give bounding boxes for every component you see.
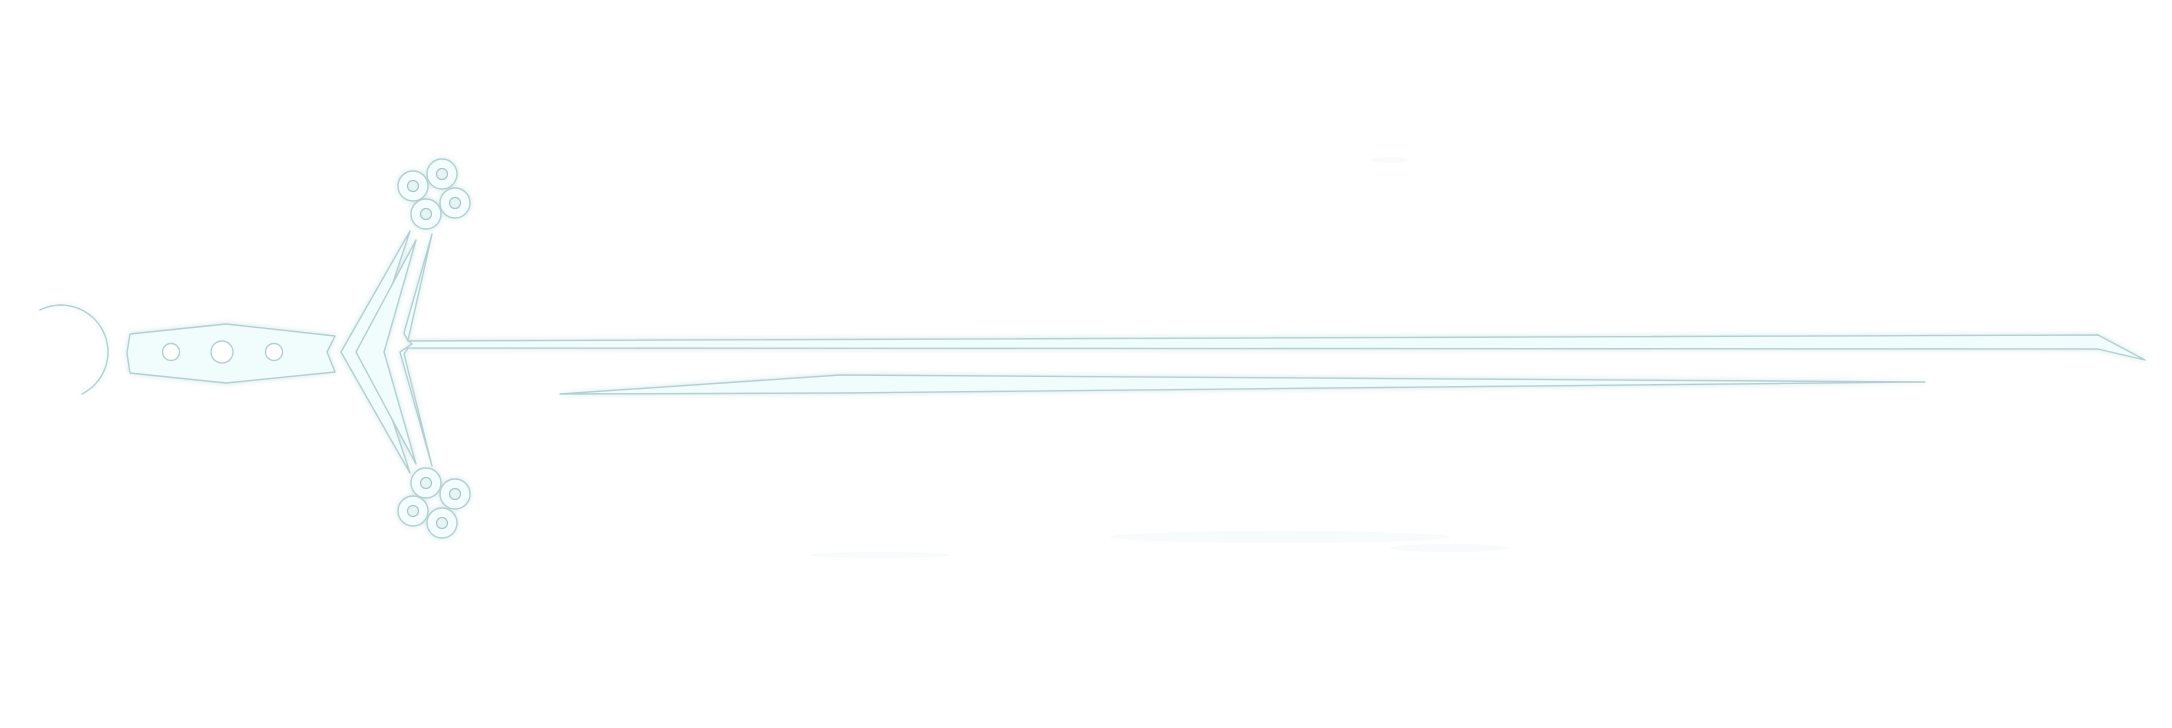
grip-rivet-left (161, 342, 181, 362)
grip-rivet-right (264, 342, 284, 362)
sword-blade (399, 233, 2146, 467)
bead-cluster-bottom (397, 467, 471, 539)
grip-rivet-center (210, 340, 234, 364)
bead-cluster-top (397, 158, 471, 230)
crossguard-inner (355, 239, 417, 465)
crescent-pommel (39, 304, 109, 395)
faint-background-marks (810, 157, 1510, 558)
secondary-blade (559, 374, 1926, 395)
